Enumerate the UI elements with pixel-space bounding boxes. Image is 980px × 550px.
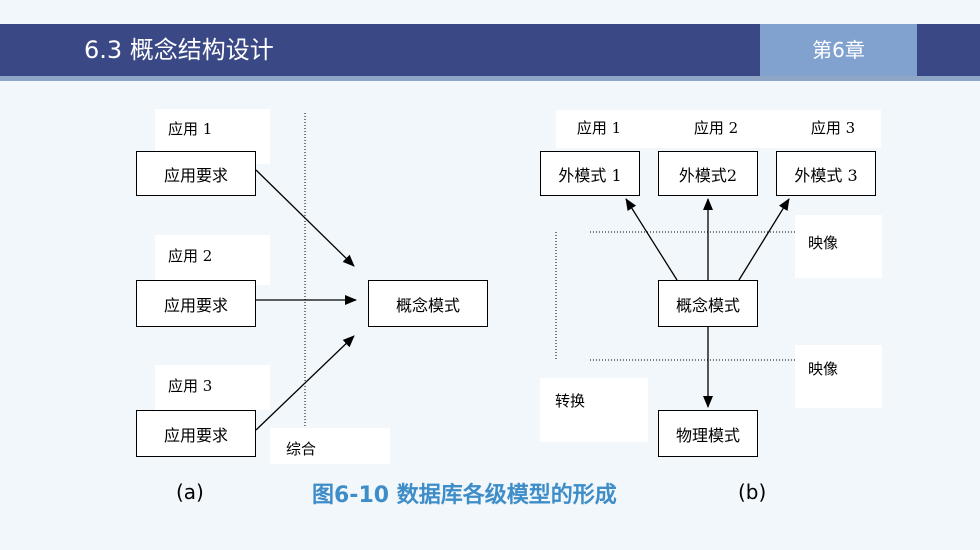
figure-caption: 图6-10 数据库各级模型的形成 — [312, 483, 617, 508]
app1-requirement-box: 应用要求 — [136, 151, 256, 196]
external-schema-1-box: 外模式 1 — [540, 151, 640, 196]
arrow-app3-to-concept — [255, 335, 355, 431]
external-schema-3-box: 外模式 3 — [776, 151, 876, 196]
mapping2-label: 映像 — [808, 360, 839, 378]
physical-schema-box: 物理模式 — [658, 410, 758, 457]
left-concept-box: 概念模式 — [368, 280, 488, 327]
convert-label-bg — [540, 378, 648, 442]
app1-label: 应用 1 — [168, 120, 213, 138]
subfigure-b-label: (b) — [738, 480, 767, 504]
right-app-labels-bg — [556, 110, 881, 148]
arrow-app1-to-concept — [255, 169, 355, 267]
right-app3-label: 应用 3 — [810, 119, 856, 137]
convert-label: 转换 — [555, 392, 586, 410]
right-app2-label: 应用 2 — [693, 119, 739, 137]
arrow-concept-to-ext3 — [738, 198, 790, 281]
slide-title: 6.3 概念结构设计 — [84, 36, 274, 64]
chapter-label: 第6章 — [812, 38, 865, 62]
app3-label-bg — [155, 365, 270, 410]
synth-label: 综合 — [286, 440, 317, 458]
right-app1-label: 应用 1 — [576, 119, 622, 137]
right-concept-box: 概念模式 — [658, 280, 758, 327]
app2-requirement-box: 应用要求 — [136, 280, 256, 327]
app3-label: 应用 3 — [168, 377, 213, 395]
chapter-tab — [760, 24, 917, 76]
mapping2-label-bg — [795, 345, 882, 408]
synth-label-bg — [270, 428, 390, 464]
header-underline — [0, 76, 980, 81]
subfigure-a-label: (a) — [176, 480, 204, 504]
external-schema-2-box: 外模式2 — [658, 151, 758, 196]
mapping1-label: 映像 — [808, 234, 839, 252]
app2-label: 应用 2 — [168, 247, 213, 265]
mapping1-label-bg — [795, 215, 882, 278]
app2-label-bg — [155, 235, 270, 285]
arrow-concept-to-ext1 — [625, 198, 678, 281]
app3-requirement-box: 应用要求 — [136, 410, 256, 457]
